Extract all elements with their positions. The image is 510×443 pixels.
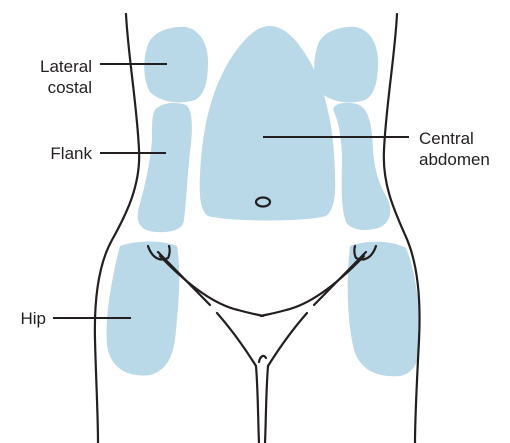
label-flank: Flank	[20, 143, 92, 164]
label-lateral-costal: Lateral costal	[20, 56, 92, 98]
shaded-regions	[107, 26, 421, 376]
label-central-abdomen-line2: abdomen	[419, 149, 490, 170]
region-lateral-costal-right	[314, 27, 378, 103]
region-central-abdomen	[200, 26, 336, 221]
right-inguinal-line-lower	[268, 313, 307, 366]
label-lateral-costal-line2: costal	[20, 77, 92, 98]
region-flank-left	[138, 103, 192, 232]
crotch-mark	[259, 356, 266, 362]
label-central-abdomen: Central abdomen	[419, 128, 490, 170]
left-thigh-inner	[256, 366, 259, 443]
region-flank-right	[333, 103, 390, 230]
right-thigh-inner	[265, 366, 268, 443]
left-side-contour	[95, 14, 139, 443]
label-hip: Hip	[0, 308, 46, 329]
right-side-contour	[384, 14, 420, 443]
left-inguinal-line-lower	[217, 313, 256, 366]
label-lateral-costal-line1: Lateral	[20, 56, 92, 77]
label-central-abdomen-line1: Central	[419, 128, 490, 149]
